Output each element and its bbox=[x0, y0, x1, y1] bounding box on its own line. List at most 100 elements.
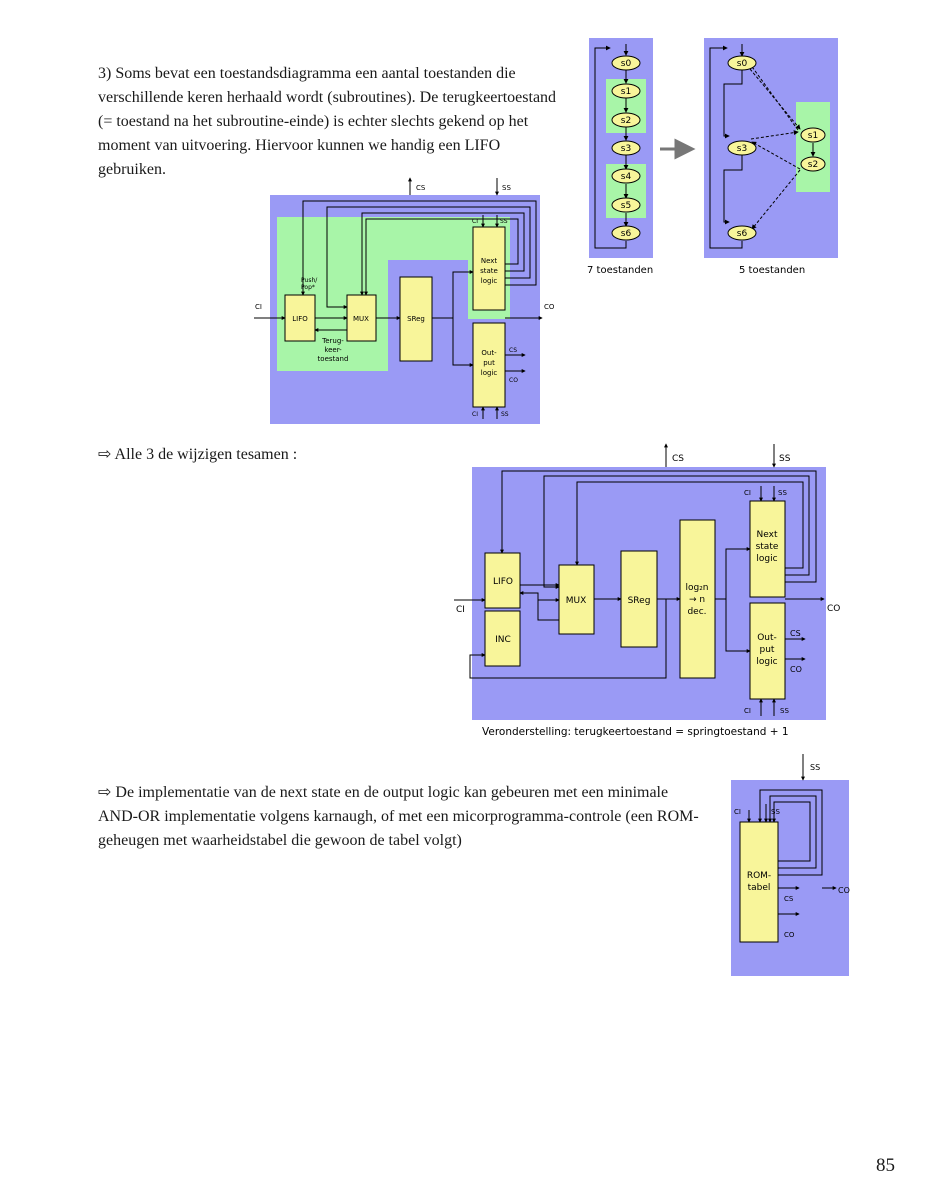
state-label: s1 bbox=[808, 131, 818, 141]
state-node bbox=[611, 55, 641, 71]
decoder-label: dec. bbox=[687, 607, 706, 617]
state-label: s3 bbox=[621, 144, 631, 154]
push-pop-label: Pop* bbox=[301, 284, 315, 291]
state-node bbox=[611, 225, 641, 241]
decoder-label: → n bbox=[689, 595, 705, 605]
state-label: s2 bbox=[808, 160, 818, 170]
sreg-box bbox=[399, 276, 433, 362]
co-label: CO bbox=[838, 886, 850, 895]
mux-box bbox=[558, 564, 595, 635]
ss-label: SS bbox=[810, 763, 820, 772]
state-node bbox=[727, 140, 757, 156]
assumption-caption: Veronderstelling: terugkeertoestand = sp… bbox=[482, 726, 789, 738]
cs-label: CS bbox=[784, 895, 794, 903]
cs-label: CS bbox=[672, 454, 684, 464]
co-label: CO bbox=[784, 931, 795, 939]
next-state-label: logic bbox=[481, 277, 498, 285]
state-node bbox=[727, 55, 757, 71]
state-label: s1 bbox=[621, 87, 631, 97]
page-number: 85 bbox=[876, 1155, 895, 1176]
decoder-label: log₂n bbox=[685, 583, 708, 593]
output-logic-label: put bbox=[760, 645, 775, 655]
output-logic-label: Out- bbox=[757, 633, 777, 643]
next-state-box bbox=[472, 226, 506, 311]
ss-label: SS bbox=[500, 218, 508, 225]
lifo-label: LIFO bbox=[493, 577, 513, 587]
mux-label: MUX bbox=[353, 315, 369, 323]
state-label: s6 bbox=[737, 229, 748, 239]
next-state-label: logic bbox=[756, 554, 777, 564]
cs-label: CS bbox=[790, 629, 801, 638]
sreg-label: SReg bbox=[407, 315, 425, 323]
return-state-label: toestand bbox=[318, 355, 349, 363]
lifo-box bbox=[284, 294, 316, 342]
state-label: s6 bbox=[621, 229, 632, 239]
next-state-box bbox=[749, 500, 786, 598]
sreg-label: SReg bbox=[628, 596, 651, 606]
ci-label: CI bbox=[744, 489, 751, 497]
state-node bbox=[611, 83, 641, 99]
cs-label: CS bbox=[509, 347, 517, 354]
state-label: s3 bbox=[737, 144, 747, 154]
next-state-label: state bbox=[480, 267, 498, 275]
state-label: s4 bbox=[621, 172, 632, 182]
co-label: CO bbox=[790, 665, 802, 674]
state-node bbox=[611, 112, 641, 128]
rom-table-label: ROM- bbox=[747, 871, 771, 881]
ss-label: SS bbox=[778, 489, 787, 497]
rom-table-label: tabel bbox=[748, 883, 771, 893]
co-label: CO bbox=[544, 303, 555, 311]
next-state-label: state bbox=[756, 542, 779, 552]
lifo-circuit-diagram: CS SS CI CO CI SS CI SS CS CO LIFO MUX S… bbox=[250, 175, 560, 425]
ci-label: CI bbox=[744, 707, 751, 715]
ss-label: SS bbox=[501, 411, 509, 418]
ss-label: SS bbox=[779, 454, 791, 464]
mux-box bbox=[346, 294, 377, 342]
rom-circuit-diagram: SS CI SS CS CO CO ROM- tabel bbox=[728, 752, 858, 980]
ss-label: SS bbox=[780, 707, 789, 715]
state-node bbox=[800, 156, 826, 172]
inc-label: INC bbox=[495, 635, 511, 645]
caption-5-states: 5 toestanden bbox=[739, 265, 805, 276]
output-logic-box bbox=[472, 322, 506, 408]
output-logic-box bbox=[749, 602, 786, 700]
state-label: s0 bbox=[737, 59, 748, 69]
ci-label: CI bbox=[734, 808, 741, 816]
push-pop-label: Push/ bbox=[301, 277, 318, 284]
state-node bbox=[611, 197, 641, 213]
next-state-label: Next bbox=[481, 257, 498, 265]
ci-label: CI bbox=[456, 605, 465, 615]
state-node bbox=[611, 168, 641, 184]
return-state-label: Terug- bbox=[321, 337, 344, 345]
state-label: s2 bbox=[621, 116, 631, 126]
output-logic-label: Out- bbox=[481, 349, 497, 357]
co-label: CO bbox=[827, 604, 840, 614]
decoder-box bbox=[679, 519, 716, 679]
ci-label: CI bbox=[472, 411, 478, 418]
sreg-box bbox=[620, 550, 658, 648]
state-node bbox=[800, 127, 826, 143]
ss-label: SS bbox=[771, 808, 780, 816]
ss-label: SS bbox=[502, 184, 511, 192]
state-diagram: s0 s1 s2 s3 s4 s5 s6 7 toestanden bbox=[584, 36, 844, 281]
para-intro: 3) Soms bevat een toestandsdiagramma een… bbox=[98, 65, 557, 178]
return-state-label: keer- bbox=[324, 346, 342, 354]
output-logic-label: logic bbox=[481, 369, 498, 377]
rom-table-box bbox=[739, 821, 779, 943]
right-state-nodes bbox=[727, 55, 826, 241]
combined-circuit-diagram: CS SS CI CO CI SS CI SS CS CO LIFO INC M… bbox=[450, 440, 850, 745]
cs-label: CS bbox=[416, 184, 426, 192]
ci-label: CI bbox=[472, 218, 478, 225]
left-state-nodes bbox=[611, 55, 641, 241]
para-implementation: ⇨ De implementatie van de next state en … bbox=[98, 784, 699, 849]
mux-label: MUX bbox=[566, 596, 587, 606]
ci-label: CI bbox=[255, 303, 262, 311]
lifo-label: LIFO bbox=[292, 315, 308, 323]
state-label: s5 bbox=[621, 201, 631, 211]
para-all-three: ⇨ Alle 3 de wijzigen tesamen : bbox=[98, 446, 298, 463]
output-logic-label: logic bbox=[756, 657, 777, 667]
output-logic-label: put bbox=[483, 359, 495, 367]
lifo-box bbox=[484, 552, 521, 609]
state-node bbox=[727, 225, 757, 241]
state-label: s0 bbox=[621, 59, 632, 69]
